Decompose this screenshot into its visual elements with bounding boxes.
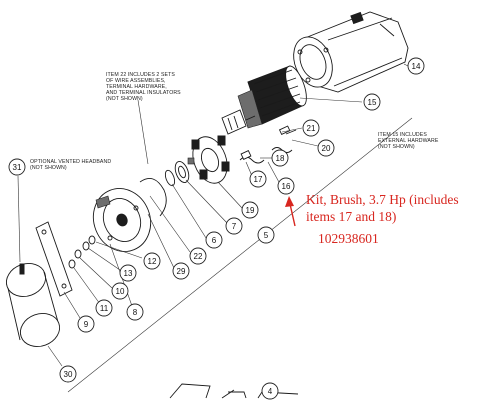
item-bubble-circle — [77, 315, 95, 333]
item-bubble-circle — [257, 226, 275, 244]
item-bubble-circle — [317, 139, 335, 157]
item-number-label: 17 — [254, 175, 263, 184]
item-number-label: 30 — [64, 370, 73, 379]
item-number-label: 14 — [412, 62, 421, 71]
assembly-axis-line — [67, 117, 413, 393]
item-bubble-8: 8 — [126, 303, 144, 321]
item-bubble-9: 9 — [77, 315, 95, 333]
item-number-label: 31 — [13, 163, 22, 172]
snap-ring-part — [139, 177, 167, 217]
item-bubble-29: 29 — [172, 262, 190, 280]
item-number-label: 8 — [133, 308, 138, 317]
item-number-label: 4 — [268, 387, 273, 396]
item-number-label: 22 — [194, 252, 203, 261]
item-number-label: 21 — [307, 124, 316, 133]
item-number-label: 6 — [212, 236, 217, 245]
item-bubble-15: 15 — [363, 93, 381, 111]
note-item-15: ITEM 15 INCLUDES EXTERNAL HARDWARE (NOT … — [378, 132, 440, 150]
brush-kit-callout: Kit, Brush, 3.7 Hp (includes items 17 an… — [285, 192, 462, 246]
item-number-bubbles: 14 15 21 20 18 17 16 19 7 6 5 22 29 12 13 10 11 9 8 31 30 4 — [8, 57, 425, 400]
item-bubble-circle — [225, 217, 243, 235]
item-bubble-circle — [241, 201, 259, 219]
terminal-hardware-parts — [68, 235, 96, 269]
item-bubble-circle — [277, 177, 295, 195]
item-bubble-circle — [205, 231, 223, 249]
item-number-label: 20 — [322, 144, 331, 153]
item-bubble-12: 12 — [143, 252, 161, 270]
leader-lines — [17, 63, 409, 367]
item-bubble-circle — [261, 382, 279, 400]
callout-arrow-head — [285, 196, 294, 207]
brush-plate-part — [187, 135, 230, 184]
item-bubble-14: 14 — [407, 57, 425, 75]
item-bubble-circle — [111, 282, 129, 300]
item-number-label: 18 — [276, 154, 285, 163]
item-bubble-circle — [407, 57, 425, 75]
item-number-label: 19 — [246, 206, 255, 215]
bracket-part — [35, 221, 73, 297]
item-bubble-4: 4 — [261, 382, 279, 400]
armature-part — [221, 65, 307, 135]
note-item-22: ITEM 22 INCLUDES 2 SETS OF WIRE ASSEMBLI… — [106, 72, 182, 102]
end-head-part — [92, 188, 152, 252]
note-item-31: OPTIONAL VENTED HEADBAND (NOT SHOWN) — [30, 159, 113, 171]
item-number-label: 29 — [177, 267, 186, 276]
item-bubble-16: 16 — [277, 177, 295, 195]
headband-part — [5, 263, 61, 347]
motor-housing-part — [293, 11, 409, 93]
item-number-label: 5 — [264, 231, 269, 240]
item-bubble-circle — [119, 264, 137, 282]
item-bubble-circle — [271, 149, 289, 167]
item-bubble-6: 6 — [205, 231, 223, 249]
callout-part-number: 102938601 — [318, 231, 379, 246]
item-bubble-circle — [249, 170, 267, 188]
item-bubble-7: 7 — [225, 217, 243, 235]
bearing-part — [164, 161, 190, 187]
item-bubble-20: 20 — [317, 139, 335, 157]
item-number-label: 7 — [232, 222, 237, 231]
item-number-label: 11 — [100, 304, 109, 313]
item-bubble-5: 5 — [257, 226, 275, 244]
callout-description: Kit, Brush, 3.7 Hp (includes items 17 an… — [306, 192, 462, 224]
lower-partial-parts — [169, 383, 299, 399]
item-number-label: 10 — [116, 287, 125, 296]
item-bubble-circle — [8, 158, 26, 176]
item-number-label: 9 — [84, 320, 89, 329]
item-bubble-30: 30 — [59, 365, 77, 383]
item-bubble-circle — [189, 247, 207, 265]
item-bubble-17: 17 — [249, 170, 267, 188]
item-bubble-circle — [172, 262, 190, 280]
item-bubble-19: 19 — [241, 201, 259, 219]
item-bubble-circle — [59, 365, 77, 383]
item-number-label: 12 — [148, 257, 157, 266]
callout-arrow-shaft — [289, 203, 296, 227]
item-bubble-circle — [95, 299, 113, 317]
item-bubble-21: 21 — [302, 119, 320, 137]
item-number-label: 16 — [282, 182, 291, 191]
item-number-label: 13 — [124, 269, 133, 278]
item-bubble-circle — [126, 303, 144, 321]
item-bubble-18: 18 — [271, 149, 289, 167]
item-bubble-circle — [302, 119, 320, 137]
item-bubble-11: 11 — [95, 299, 113, 317]
item-bubble-circle — [143, 252, 161, 270]
item-bubble-circle — [363, 93, 381, 111]
item-bubble-10: 10 — [111, 282, 129, 300]
item-bubble-13: 13 — [119, 264, 137, 282]
item-bubble-22: 22 — [189, 247, 207, 265]
item-bubble-31: 31 — [8, 158, 26, 176]
item-number-label: 15 — [368, 98, 377, 107]
